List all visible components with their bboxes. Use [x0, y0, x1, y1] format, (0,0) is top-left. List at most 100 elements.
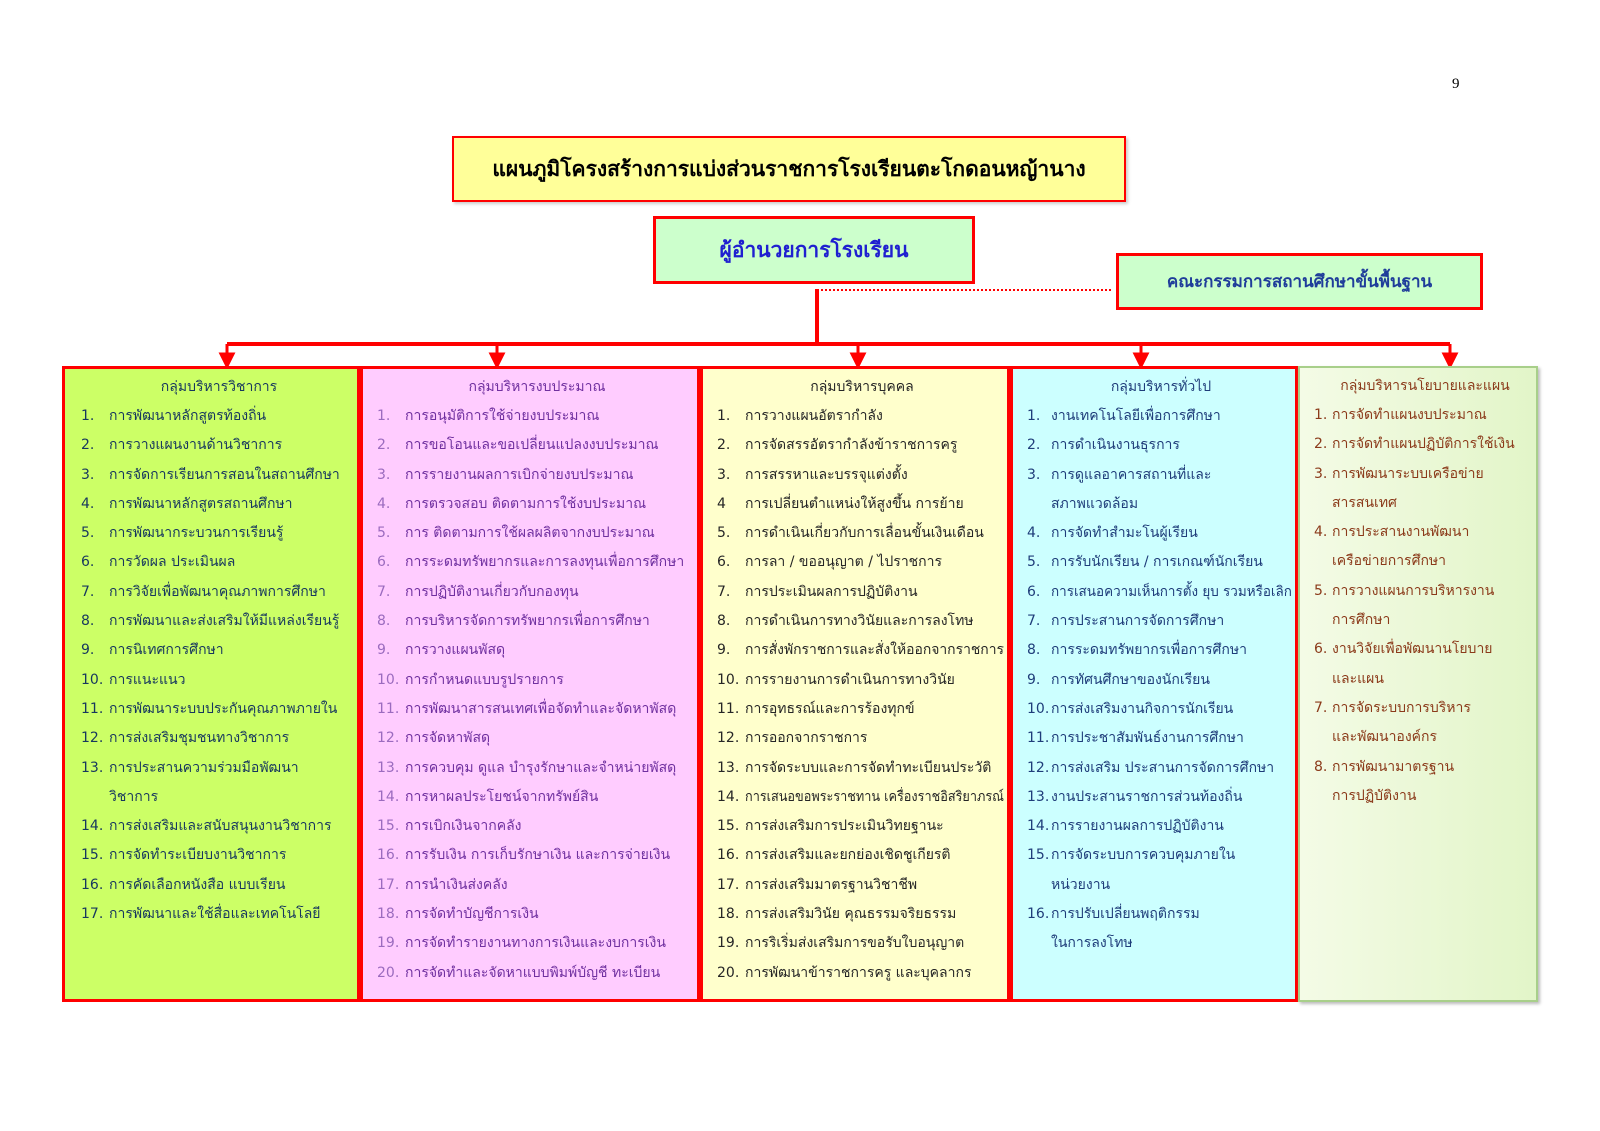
item-text: การจัดสรรอัตรากำลังข้าราชการครู [745, 437, 958, 454]
list-item: 4.การพัฒนาหลักสูตรสถานศึกษา [81, 494, 357, 523]
item-text: การพัฒนาหลักสูตรท้องถิ่น [109, 408, 267, 424]
list-item: 13.การประสานความร่วมมือพัฒนา [81, 758, 357, 787]
list-item: 4. การตรวจสอบ ติดตามการใช้งบประมาณ [377, 494, 697, 523]
item-number: 12. [717, 730, 740, 747]
item-number: 10. [377, 671, 400, 688]
item-text: การดูแลอาคารสถานที่และ [1051, 466, 1212, 483]
item-text: การปฏิบัติงานเกี่ยวกับกองทุน [405, 583, 579, 600]
item-text: การจัดการเรียนการสอนในสถานศึกษา [109, 466, 340, 483]
list-item: 10.การกำหนดแบบรูปรายการ [377, 670, 697, 699]
item-text: การดำเนินงานธุรการ [1051, 437, 1180, 454]
item-text: การรายงานการดำเนินการทางวินัย [745, 671, 955, 688]
item-number: 6. [81, 554, 95, 571]
item-text: การพัฒนาและใช้สื่อและเทคโนโลยี [109, 906, 321, 923]
group-title: กลุ่มบริหารวิชาการ [160, 379, 278, 395]
item-text: การจัดระบบการควบคุมภายใน [1051, 847, 1236, 864]
item-text: การดำเนินเกี่ยวกับการเลื่อนขั้นเงินเดือน [745, 525, 984, 542]
chart-title: แผนภูมิโครงสร้างการแบ่งส่วนราชการโรงเรีย… [492, 156, 1086, 181]
item-text: การส่งเสริมและยกย่องเชิดชูเกียรติ [745, 847, 951, 864]
item-number: 3. [717, 466, 731, 483]
item-text: การเสนอความเห็นการตั้ง ยุบ รวมหรือเลิก [1051, 583, 1292, 600]
item-text: การสรรหาและบรรจุแต่งตั้ง [745, 466, 908, 483]
item-number: 6. [1314, 641, 1328, 658]
item-number: 5. [81, 525, 95, 542]
item-number: 17. [377, 876, 400, 893]
item-number: 3. [1027, 466, 1041, 483]
item-text: งานประสานราชการส่วนท้องถิ่น [1051, 788, 1243, 805]
page-number: 9 [1452, 76, 1460, 92]
item-number: 7. [717, 583, 731, 600]
director-label: ผู้อำนวยการโรงเรียน [719, 237, 909, 262]
list-item: 1. การพัฒนาหลักสูตรท้องถิ่น [81, 406, 357, 435]
item-text: การเบิกเงินจากคลัง [405, 818, 522, 835]
item-text: การจัดทำบัญชีการเงิน [405, 906, 539, 923]
item-text-continued: และแผน [1332, 670, 1384, 687]
list-item: 10. การรายงานการดำเนินการทางวินัย [717, 670, 1007, 699]
item-text-continued: หน่วยงาน [1051, 876, 1111, 893]
list-item: 14.การรายงานผลการปฏิบัติงาน [1027, 816, 1295, 845]
item-text: การระดมทรัพยากรและการลงทุนเพื่อการศึกษา [405, 554, 685, 571]
item-text: การประสานความร่วมมือพัฒนา [109, 759, 299, 776]
item-text: การส่งเสริมและสนับสนุนงานวิชาการ [109, 818, 332, 835]
arrow-down-icon [849, 352, 867, 370]
item-number: 8. [377, 613, 391, 630]
list-item: 2.การจัดทำแผนปฏิบัติการใช้เงิน [1314, 434, 1536, 463]
item-text: การส่งเสริมมาตรฐานวิชาชีพ [745, 876, 918, 893]
item-text: การจัดทำแผนปฏิบัติการใช้เงิน [1332, 436, 1515, 453]
item-number: 10. [717, 671, 740, 688]
item-number: 15. [377, 818, 400, 835]
list-item: 1.การอนุมัติการใช้จ่ายงบประมาณ [377, 406, 697, 435]
item-number: 15. [1027, 847, 1050, 864]
item-number: 5. [377, 525, 391, 542]
list-item: 8.การดำเนินการทางวินัยและการลงโทษ [717, 611, 1007, 640]
item-number: 1. [81, 408, 95, 424]
list-item: 8.การพัฒนามาตรฐาน [1314, 757, 1536, 786]
item-number: 14. [1027, 818, 1050, 835]
item-number: 16. [377, 847, 400, 864]
item-text-continued: สภาพแวดล้อม [1051, 495, 1139, 512]
item-number: 19. [717, 935, 740, 952]
item-text: การรายงานผลการเบิกจ่ายงบประมาณ [405, 466, 634, 483]
list-item: 11.การพัฒนาระบบประกันคุณภาพภายใน [81, 699, 357, 728]
item-number: 17. [81, 906, 104, 923]
item-number: 7. [1027, 613, 1041, 630]
item-number: 1. [377, 408, 391, 424]
item-text: การพัฒนาข้าราชการครู และบุคลากร [745, 964, 972, 981]
item-number: 13. [377, 759, 400, 776]
item-text: การวางแผนการบริหารงาน [1332, 582, 1495, 599]
list-item: 9.การนิเทศการศึกษา [81, 640, 357, 669]
item-number: 5. [1314, 582, 1328, 599]
list-item: 6.การวัดผล ประเมินผล [81, 552, 357, 581]
list-item: 11.การพัฒนาสารสนเทศเพื่อจัดทำและจัดหาพัส… [377, 699, 697, 728]
group-general: กลุ่มบริหารทั่วไป 1.งานเทคโนโลยีเพื่อการศ… [1010, 366, 1298, 1002]
arrow-down-icon [1132, 352, 1150, 370]
list-item: 15. การเบิกเงินจากคลัง [377, 816, 697, 845]
item-text: การตรวจสอบ ติดตามการใช้งบประมาณ [405, 495, 647, 512]
list-item: 14.การเสนอขอพระราชทาน เครื่องราชอิสริยาภ… [717, 787, 1007, 816]
item-number: 11. [1027, 730, 1050, 747]
list-item: 8.การระดมทรัพยากรเพื่อการศึกษา [1027, 640, 1295, 669]
item-text-continued: สารสนเทศ [1332, 494, 1397, 511]
item-text: การนำเงินส่งคลัง [405, 876, 508, 893]
item-text: การจัดหาพัสดุ [405, 730, 491, 747]
item-text: การพัฒนาระบบเครือข่าย [1332, 465, 1484, 482]
list-item: 20.การจัดทำและจัดหาแบบพิมพ์บัญชี ทะเบียน [377, 963, 697, 992]
list-item: 2.การวางแผนงานด้านวิชาการ [81, 435, 357, 464]
item-number: 9. [81, 642, 95, 659]
item-text: การเปลี่ยนตำแหน่งให้สูงขึ้น การย้าย [745, 495, 964, 512]
item-text: การส่งเสริมวินัย คุณธรรมจริยธรรม [745, 906, 957, 923]
list-item: 2.การขอโอนและขอเปลี่ยนแปลงงบประมาณ [377, 435, 697, 464]
item-text: การจัดทำแผนงบประมาณ [1332, 407, 1487, 423]
list-item: 14.การหาผลประโยชน์จากทรัพย์สิน [377, 787, 697, 816]
item-number: 4. [377, 495, 391, 512]
group-title: กลุ่มบริหารทั่วไป [1110, 379, 1212, 395]
list-item: 1.งานเทคโนโลยีเพื่อการศึกษา [1027, 406, 1295, 435]
item-text-continued: วิชาการ [109, 788, 159, 805]
item-number: 16. [81, 876, 104, 893]
item-number: 4. [1314, 524, 1328, 541]
item-text: การรับนักเรียน / การเกณฑ์นักเรียน [1051, 554, 1263, 571]
list-item: 15.การจัดระบบการควบคุมภายใน [1027, 845, 1295, 874]
item-number: 9. [717, 642, 731, 659]
